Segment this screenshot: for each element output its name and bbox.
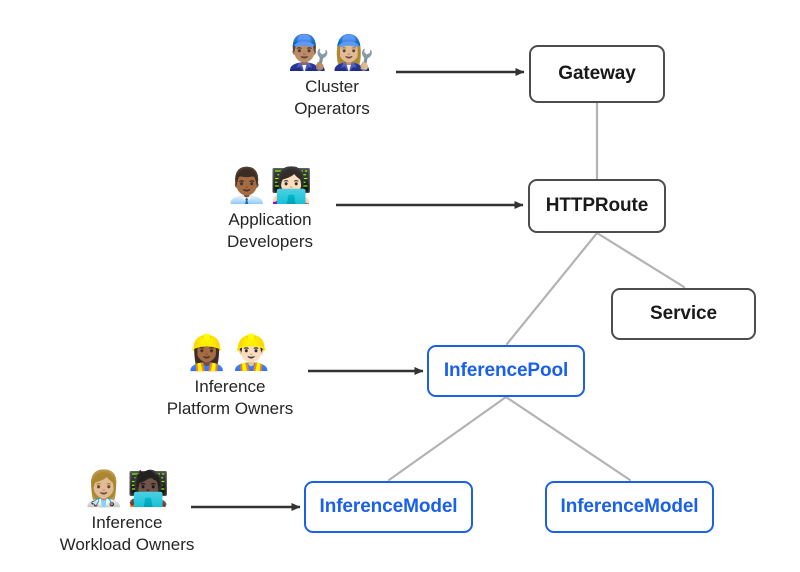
edge-httproute-to-service [595, 231, 686, 289]
node-label-service: Service [650, 303, 717, 324]
man-office-worker-icon-woman-technologist-icon: 👨🏾‍💼👩🏻‍💻 [225, 166, 315, 206]
man-mechanic-icon-woman-mechanic-icon: 👨🏽‍🔧👩🏼‍🔧 [287, 33, 377, 73]
woman-health-worker-icon-person-technologist-icon: 👩🏼‍⚕️🧑🏿‍💻 [82, 469, 172, 509]
persona-arrow-group [191, 68, 525, 511]
edge-httproute-to-inferencepool [505, 231, 599, 346]
node-label-inferencemodel-left: InferenceModel [319, 496, 458, 517]
persona-label-line: Platform Owners [166, 399, 294, 418]
persona-label-line: Cluster [305, 77, 359, 96]
edge-inferencepool-to-inferencemodel-right [504, 395, 632, 482]
node-label-gateway: Gateway [558, 63, 636, 84]
node-label-httproute: HTTPRoute [545, 195, 649, 216]
node-label-inferencemodel-right: InferenceModel [560, 496, 699, 517]
persona-label-line: Developers [227, 232, 313, 251]
persona-label-line: Operators [294, 99, 370, 118]
node-gateway[interactable]: Gateway [529, 45, 665, 103]
node-httproute[interactable]: HTTPRoute [528, 179, 666, 233]
persona-label-line: Inference [91, 513, 163, 532]
node-service[interactable]: Service [611, 288, 756, 340]
node-inferencemodel-right[interactable]: InferenceModel [545, 481, 714, 533]
edge-inferencepool-to-inferencemodel-left [387, 395, 508, 482]
woman-construction-worker-icon-man-construction-worker-icon: 👷🏾‍♀️👷🏻‍♂️ [185, 333, 275, 373]
node-label-inferencepool: InferencePool [443, 360, 569, 381]
node-inferencemodel-left[interactable]: InferenceModel [304, 481, 473, 533]
persona-label-line: Workload Owners [59, 535, 195, 554]
persona-label-line: Application [228, 210, 312, 229]
persona-label-line: Inference [194, 377, 266, 396]
resource-connector-group [387, 101, 686, 482]
node-inferencepool[interactable]: InferencePool [427, 345, 585, 397]
